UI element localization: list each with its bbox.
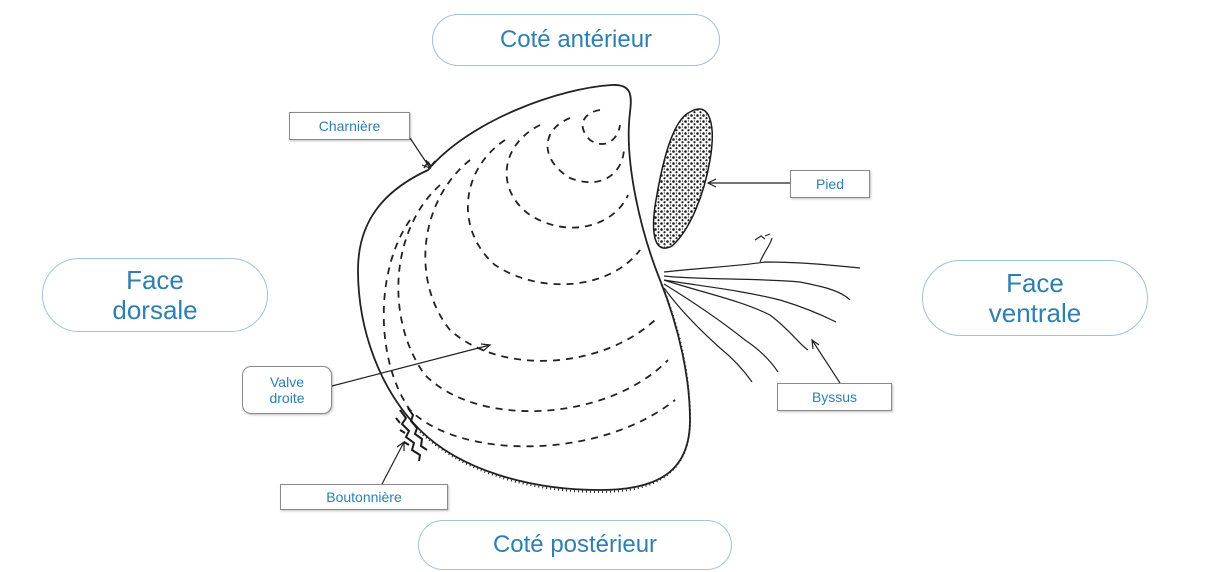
- anterior-side-label: Coté antérieur: [432, 14, 720, 66]
- ventral-face-label: Face ventrale: [922, 260, 1148, 336]
- ventral-face-line2: ventrale: [989, 298, 1082, 328]
- dorsal-face-label: Face dorsale: [42, 258, 268, 332]
- shell-margin: [420, 285, 690, 492]
- boutonniere-text: Boutonnière: [326, 489, 402, 505]
- dorsal-face-line1: Face: [126, 265, 184, 295]
- boutonniere-label: Boutonnière: [280, 484, 448, 510]
- foot: [654, 109, 713, 248]
- anterior-side-text: Coté antérieur: [500, 26, 652, 54]
- valve-droite-line2: droite: [269, 390, 304, 406]
- posterior-side-label: Coté postérieur: [418, 520, 732, 570]
- byssus-label: Byssus: [777, 383, 892, 411]
- charniere-label: Charnière: [289, 112, 410, 140]
- posterior-side-text: Coté postérieur: [493, 531, 657, 559]
- pied-label: Pied: [790, 170, 870, 198]
- charniere-text: Charnière: [319, 118, 380, 134]
- boutonniere-mark: [396, 408, 427, 461]
- byssus-threads: [664, 234, 860, 382]
- valve-droite-line1: Valve: [270, 374, 304, 390]
- byssus-text: Byssus: [812, 389, 857, 405]
- ventral-face-line1: Face: [1006, 268, 1064, 298]
- valve-droite-label: Valve droite: [242, 366, 332, 414]
- growth-lines: [384, 110, 675, 446]
- dorsal-face-line2: dorsale: [112, 295, 197, 325]
- pied-text: Pied: [816, 176, 844, 192]
